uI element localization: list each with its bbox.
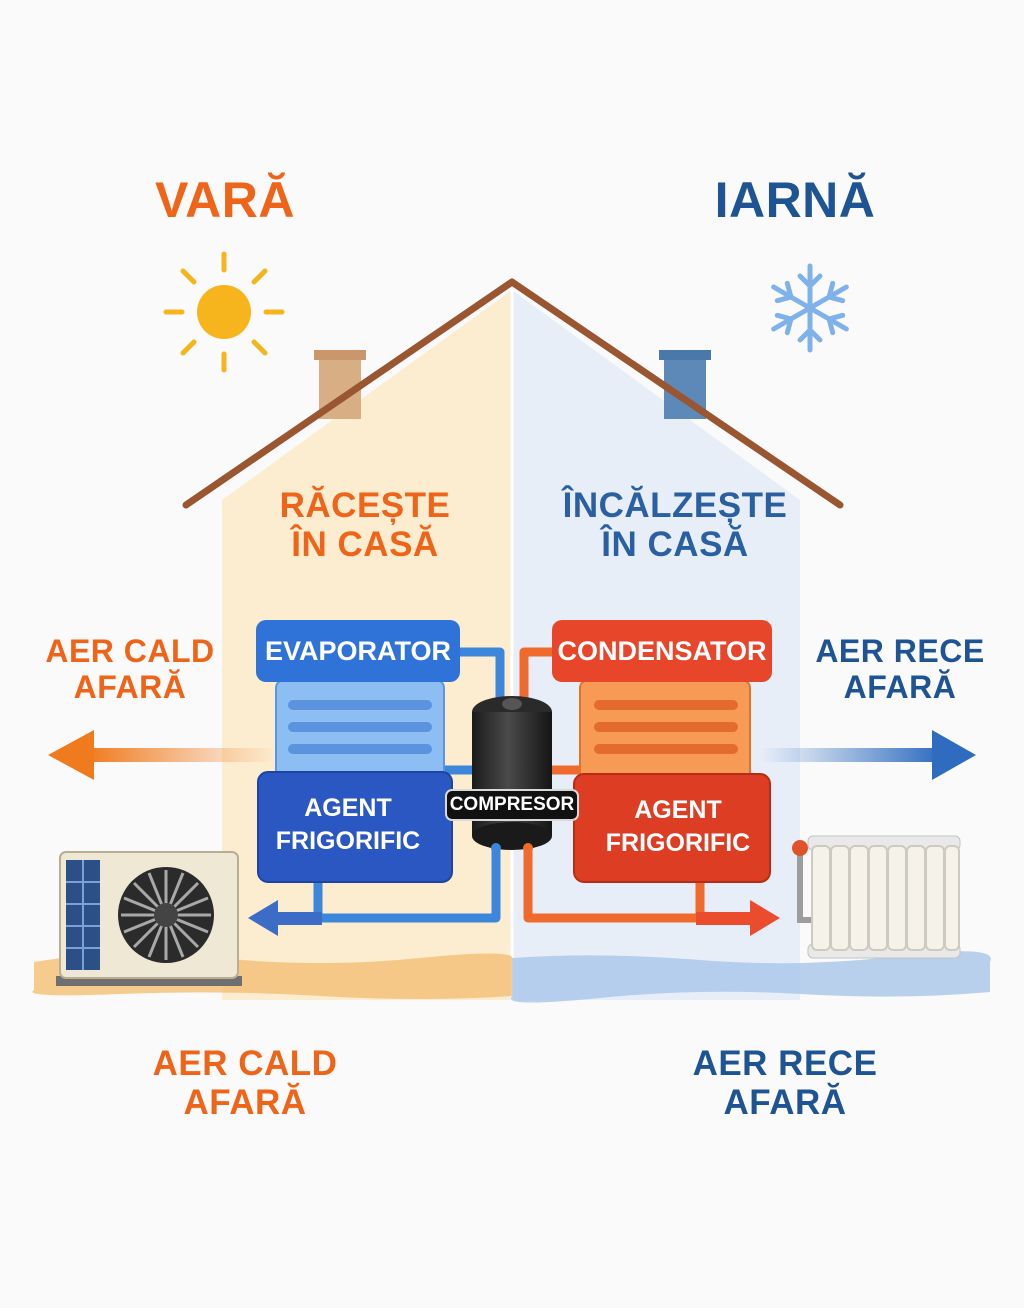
side-label-warm-line1: AER CALD <box>45 633 215 669</box>
side-label-cold-line1: AER RECE <box>815 633 985 669</box>
side-label-cold-air: AER RECE AFARĂ <box>800 633 1000 706</box>
heating-caption-line2: ÎN CASĂ <box>601 525 749 565</box>
evaporator-title: EVAPORATOR <box>264 636 452 666</box>
compressor-label: COMPRESOR <box>449 794 575 815</box>
side-label-warm-line2: AFARĂ <box>73 668 187 705</box>
sun-icon <box>163 251 285 373</box>
evaporator-body-line2: FRIGORIFIC <box>275 826 421 855</box>
radiator <box>792 835 961 959</box>
bottom-label-warm-air: AER CALD AFARĂ <box>120 1044 370 1122</box>
warm-air-arrow <box>48 730 276 780</box>
house-roof <box>182 278 844 509</box>
cooling-caption-line2: ÎN CASĂ <box>291 525 439 565</box>
side-label-cold-line2: AFARĂ <box>843 668 957 705</box>
bottom-label-cold-air: AER RECE AFARĂ <box>660 1044 910 1122</box>
condenser-title: CONDENSATOR <box>557 636 767 666</box>
condenser-body-line2: FRIGORIFIC <box>605 828 751 857</box>
heating-caption-line1: ÎNCĂLZEȘTE <box>562 486 788 525</box>
cold-air-arrow <box>760 730 976 780</box>
side-label-warm-air: AER CALD AFARĂ <box>30 633 230 706</box>
snowflake-icon <box>771 263 849 353</box>
evaporator-body-line1: AGENT <box>304 794 392 822</box>
cooling-caption: RĂCEȘTE ÎN CASĂ <box>250 486 480 564</box>
heating-caption: ÎNCĂLZEȘTE ÎN CASĂ <box>540 486 810 564</box>
flow-arrow-right <box>696 900 780 936</box>
evaporator-body: AGENT FRIGORIFIC <box>258 792 438 857</box>
evaporator-coils <box>288 700 432 754</box>
outdoor-ac-unit <box>56 851 242 986</box>
evaporator-unit <box>256 620 460 883</box>
condenser-body: AGENT FRIGORIFIC <box>586 794 770 859</box>
bottom-label-warm-line1: AER CALD <box>152 1044 338 1083</box>
compressor <box>445 696 579 853</box>
bottom-label-warm-line2: AFARĂ <box>183 1083 307 1123</box>
summer-title: VARĂ <box>155 172 295 228</box>
bottom-label-cold-line2: AFARĂ <box>723 1083 847 1123</box>
condenser-unit <box>552 620 772 883</box>
cooling-caption-line1: RĂCEȘTE <box>279 486 451 525</box>
ground-winter <box>510 951 991 1003</box>
bottom-label-cold-line1: AER RECE <box>692 1044 878 1083</box>
refrigerant-pipes <box>313 647 705 923</box>
winter-title: IARNĂ <box>714 172 876 228</box>
condenser-coils <box>594 700 738 754</box>
flow-arrow-left <box>248 900 322 936</box>
condenser-body-line1: AGENT <box>634 796 722 824</box>
